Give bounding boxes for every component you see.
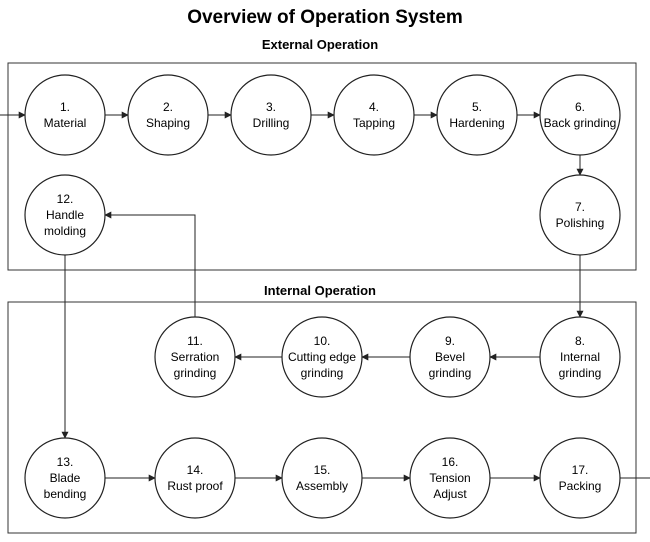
step-circle <box>539 316 621 398</box>
step-label: Bevel <box>435 350 465 364</box>
step-number: 10. <box>314 334 331 348</box>
step-13: 13. Blade bending <box>24 437 106 519</box>
step-circle <box>539 74 621 156</box>
step-label: Serration <box>171 350 220 364</box>
step-number: 12. <box>57 192 74 206</box>
step-number: 7. <box>575 200 585 214</box>
step-label: Internal <box>560 350 600 364</box>
step-label: grinding <box>429 366 472 380</box>
step-circle <box>539 174 621 256</box>
step-circle <box>230 74 312 156</box>
step-number: 1. <box>60 100 70 114</box>
step-circle <box>154 316 236 398</box>
step-circle <box>333 74 415 156</box>
external-operation-box <box>7 62 637 271</box>
step-label: Tapping <box>353 116 395 130</box>
step-number: 6. <box>575 100 585 114</box>
step-number: 4. <box>369 100 379 114</box>
step-label: Drilling <box>253 116 290 130</box>
step-number: 2. <box>163 100 173 114</box>
step-label: Handle <box>46 208 84 222</box>
step-label: molding <box>44 224 86 238</box>
step-number: 16. <box>442 455 459 469</box>
step-circle <box>24 437 106 519</box>
step-9: 9. Bevel grinding <box>409 316 491 398</box>
step-10: 10. Cutting edge grinding <box>281 316 363 398</box>
step-5: 5. Hardening <box>436 74 518 156</box>
step-label: Blade <box>50 471 81 485</box>
step-2: 2. Shaping <box>127 74 209 156</box>
step-label: Polishing <box>556 216 605 230</box>
step-circle <box>127 74 209 156</box>
step-circle <box>409 316 491 398</box>
step-number: 5. <box>472 100 482 114</box>
diagram-title: Overview of Operation System <box>187 7 463 28</box>
step-circle <box>409 437 491 519</box>
arrow-n11-to-n12 <box>104 211 196 317</box>
step-label: grinding <box>301 366 344 380</box>
step-circle <box>24 74 106 156</box>
step-label: Shaping <box>146 116 190 130</box>
process-steps: 1. Material 2. Shaping 3. Drilling 4. Tapping 5.… <box>24 74 621 519</box>
step-number: 11. <box>187 334 203 348</box>
step-8: 8. Internal grinding <box>539 316 621 398</box>
step-7: 7. Polishing <box>539 174 621 256</box>
step-number: 14. <box>187 463 204 477</box>
step-label: Material <box>44 116 87 130</box>
step-15: 15. Assembly <box>281 437 363 519</box>
step-1: 1. Material <box>24 74 106 156</box>
step-circle <box>281 316 363 398</box>
step-circle <box>539 437 621 519</box>
step-4: 4. Tapping <box>333 74 415 156</box>
step-number: 13. <box>57 455 74 469</box>
step-number: 17. <box>572 463 589 477</box>
step-circle <box>436 74 518 156</box>
internal-operation-box <box>7 301 637 534</box>
step-circle <box>281 437 363 519</box>
step-label: Assembly <box>296 479 348 493</box>
step-number: 9. <box>445 334 455 348</box>
step-circle <box>154 437 236 519</box>
step-14: 14. Rust proof <box>154 437 236 519</box>
step-number: 8. <box>575 334 585 348</box>
step-number: 15. <box>314 463 331 477</box>
step-12: 12. Handle molding <box>24 174 106 256</box>
step-label: Rust proof <box>167 479 223 493</box>
step-label: grinding <box>559 366 602 380</box>
step-circle <box>24 174 106 256</box>
step-number: 3. <box>266 100 276 114</box>
step-6: 6. Back grinding <box>539 74 621 156</box>
step-label: Back grinding <box>544 116 617 130</box>
flow-arrows <box>0 111 650 482</box>
internal-section-title: Internal Operation <box>264 283 376 298</box>
step-label: Adjust <box>433 487 467 501</box>
step-label: bending <box>44 487 87 501</box>
step-11: 11. Serration grinding <box>154 316 236 398</box>
step-17: 17. Packing <box>539 437 621 519</box>
external-section-title: External Operation <box>262 37 378 52</box>
step-label: Hardening <box>449 116 504 130</box>
step-label: Packing <box>559 479 602 493</box>
step-label: Tension <box>429 471 470 485</box>
step-label: grinding <box>174 366 217 380</box>
step-3: 3. Drilling <box>230 74 312 156</box>
step-label: Cutting edge <box>288 350 356 364</box>
